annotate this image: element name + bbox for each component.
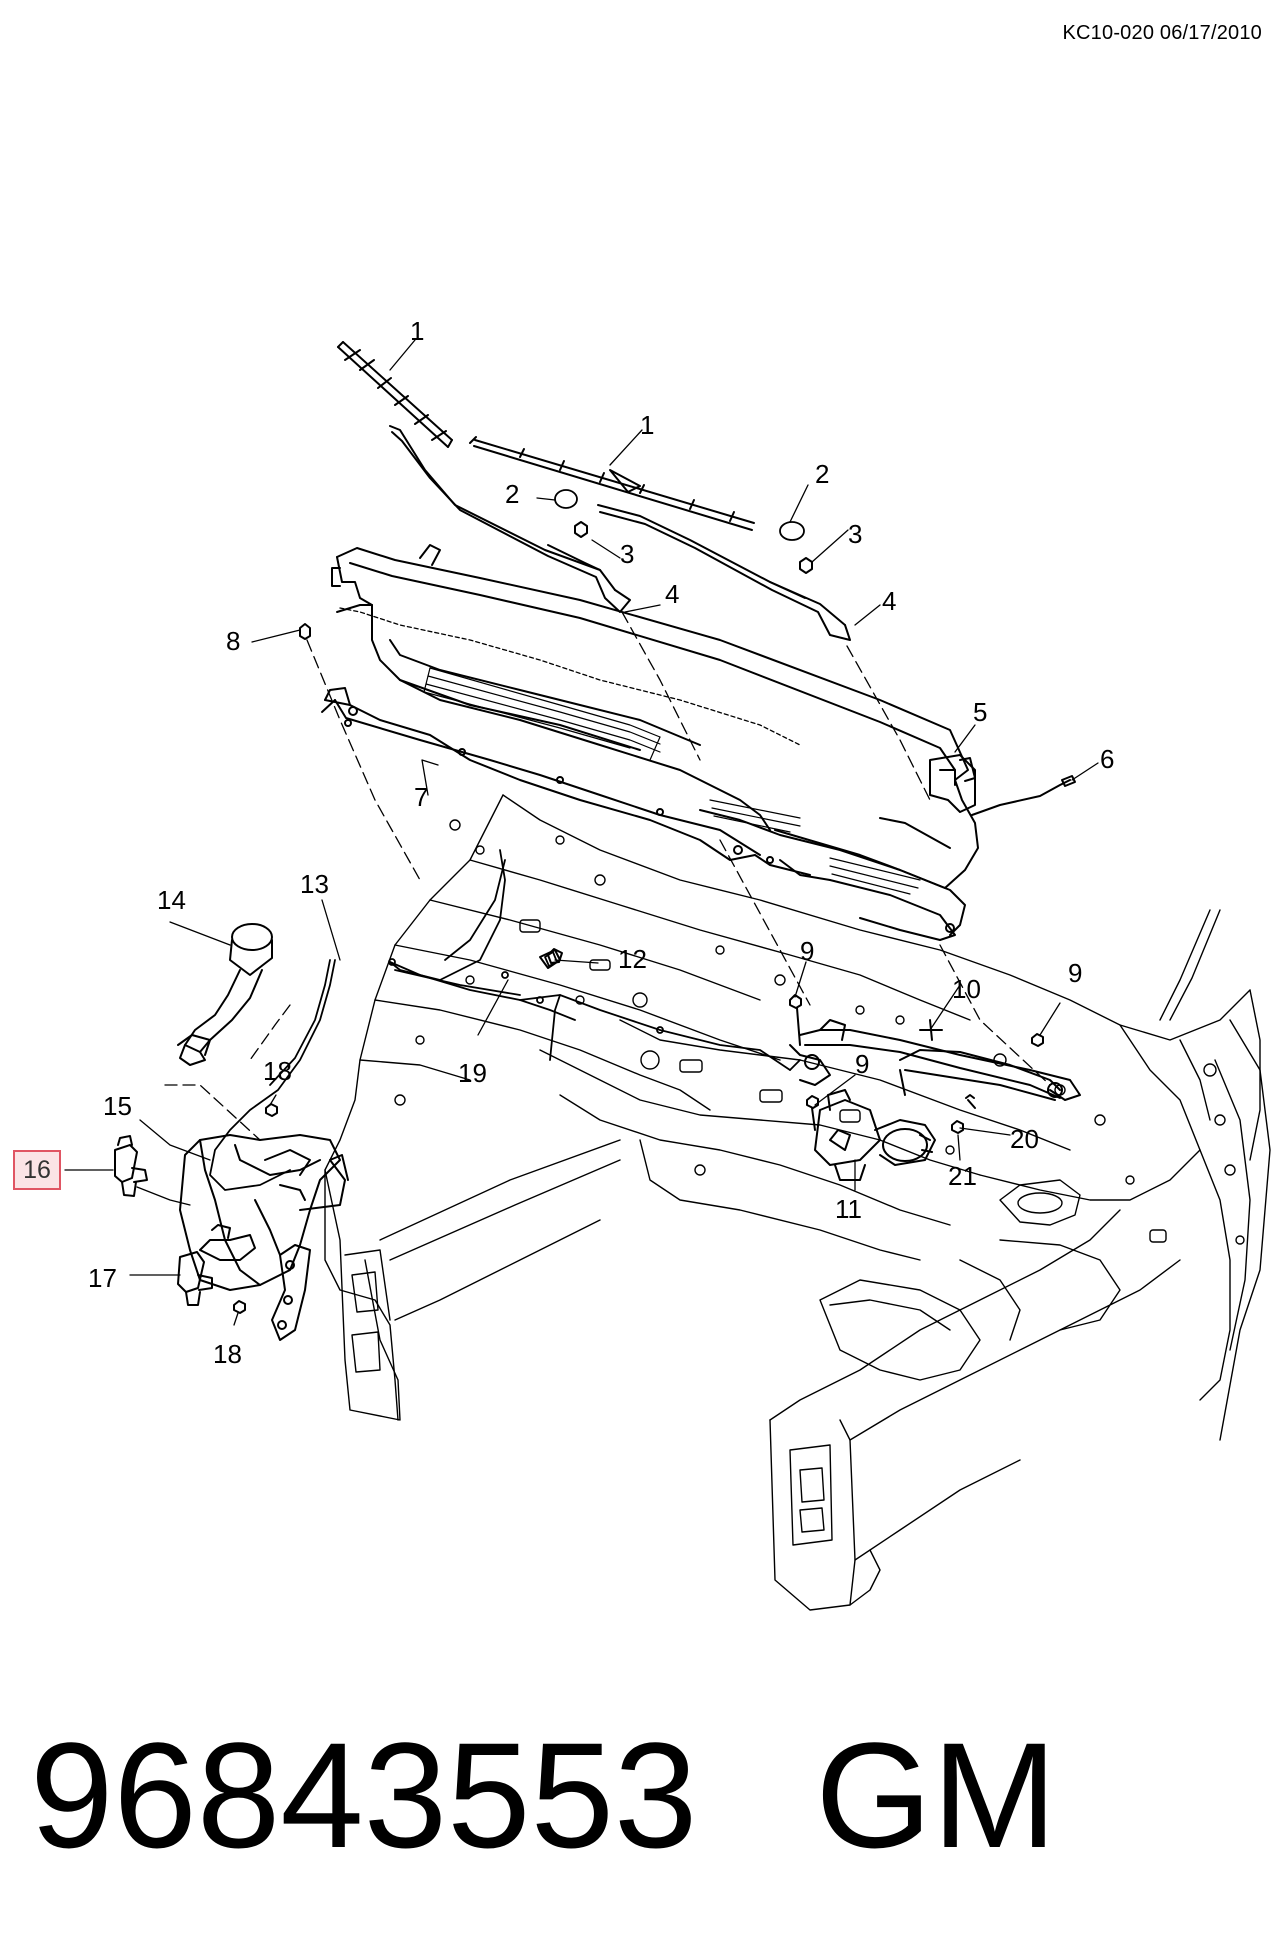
callout-12: 12: [618, 944, 647, 974]
callout-18-top: 18: [263, 1056, 292, 1086]
motor-stud: [965, 1094, 976, 1109]
callout-11: 11: [835, 1194, 862, 1224]
callout-21: 21: [948, 1161, 977, 1191]
callout-3-right: 3: [848, 519, 862, 549]
part-number: 96843553: [30, 1711, 698, 1879]
callout-1-lower: 1: [640, 410, 654, 440]
body-structure: [324, 794, 1271, 1611]
wiper-blade-left: [337, 341, 453, 448]
callout-leaders: [64, 339, 1099, 1326]
callout-13: 13: [300, 869, 329, 899]
callout-4-left: 4: [665, 579, 679, 609]
callout-4-right: 4: [882, 586, 896, 616]
washer-hose: [209, 849, 801, 1191]
callout-2-left: 2: [505, 479, 519, 509]
callout-9-right: 9: [1068, 958, 1082, 988]
cowl-seal: [321, 699, 774, 864]
wiper-arm-left: [389, 425, 631, 613]
callout-19: 19: [458, 1058, 487, 1088]
brand-name: GM: [815, 1711, 1058, 1879]
motor-nut: [951, 1120, 964, 1134]
washer-pump-front: [114, 1135, 148, 1197]
wiper-arm-right: [597, 504, 851, 641]
callout-2-right: 2: [815, 459, 829, 489]
wiper-washer-exploded-diagram: 1 1 2 2 3 3 4 4 5 6 7 8 9 9 9 10 11 12 1…: [64, 316, 1271, 1611]
reservoir-bracket: [271, 1154, 349, 1341]
cowl-bracket-right: [929, 754, 976, 813]
pivot-cap-right: [779, 521, 805, 541]
pivot-cap-left: [554, 489, 578, 509]
callout-3-left: 3: [620, 539, 634, 569]
pivot-nut-right: [799, 557, 813, 574]
callout-9-mid: 9: [855, 1049, 869, 1079]
callout-8: 8: [226, 626, 240, 656]
washer-reservoir: [179, 1134, 346, 1291]
reservoir-nut-top: [265, 1103, 278, 1117]
callout-9-top: 9: [800, 936, 814, 966]
washer-filler-neck: [177, 923, 273, 1066]
callout-6: 6: [1100, 744, 1114, 774]
wiper-motor: [814, 1089, 936, 1181]
wiper-blade-right: [469, 436, 755, 531]
cowl-screw: [299, 623, 311, 640]
motor-bolt-top: [789, 994, 802, 1046]
motor-bolt-mid: [806, 1095, 819, 1131]
callout-15: 15: [103, 1091, 132, 1121]
callout-20: 20: [1010, 1124, 1039, 1154]
reservoir-nut-bottom: [233, 1300, 246, 1314]
callout-7: 7: [414, 782, 428, 812]
callout-labels: 1 1 2 2 3 3 4 4 5 6 7 8 9 9 9 10 11 12 1…: [88, 316, 1114, 1369]
wiper-transmission-linkage: [789, 1019, 1081, 1101]
assembly-lines: [164, 611, 1051, 1141]
callout-14: 14: [157, 885, 186, 915]
callout-10: 10: [952, 974, 981, 1004]
pivot-nut-left: [574, 521, 588, 538]
grommet: [547, 948, 563, 964]
callout-5: 5: [973, 697, 987, 727]
washer-pump-rear: [177, 1251, 213, 1306]
document-code: KC10-020 06/17/2010: [1062, 22, 1262, 44]
callout-18-bottom: 18: [213, 1339, 242, 1369]
hose-clip: [971, 775, 1076, 816]
cowl-panel: [324, 544, 979, 941]
callout-17: 17: [88, 1263, 117, 1293]
callout-1-upper: 1: [410, 316, 424, 346]
callout-16-highlighted: 16: [13, 1150, 61, 1190]
linkage-bolt-right: [1031, 1033, 1044, 1047]
